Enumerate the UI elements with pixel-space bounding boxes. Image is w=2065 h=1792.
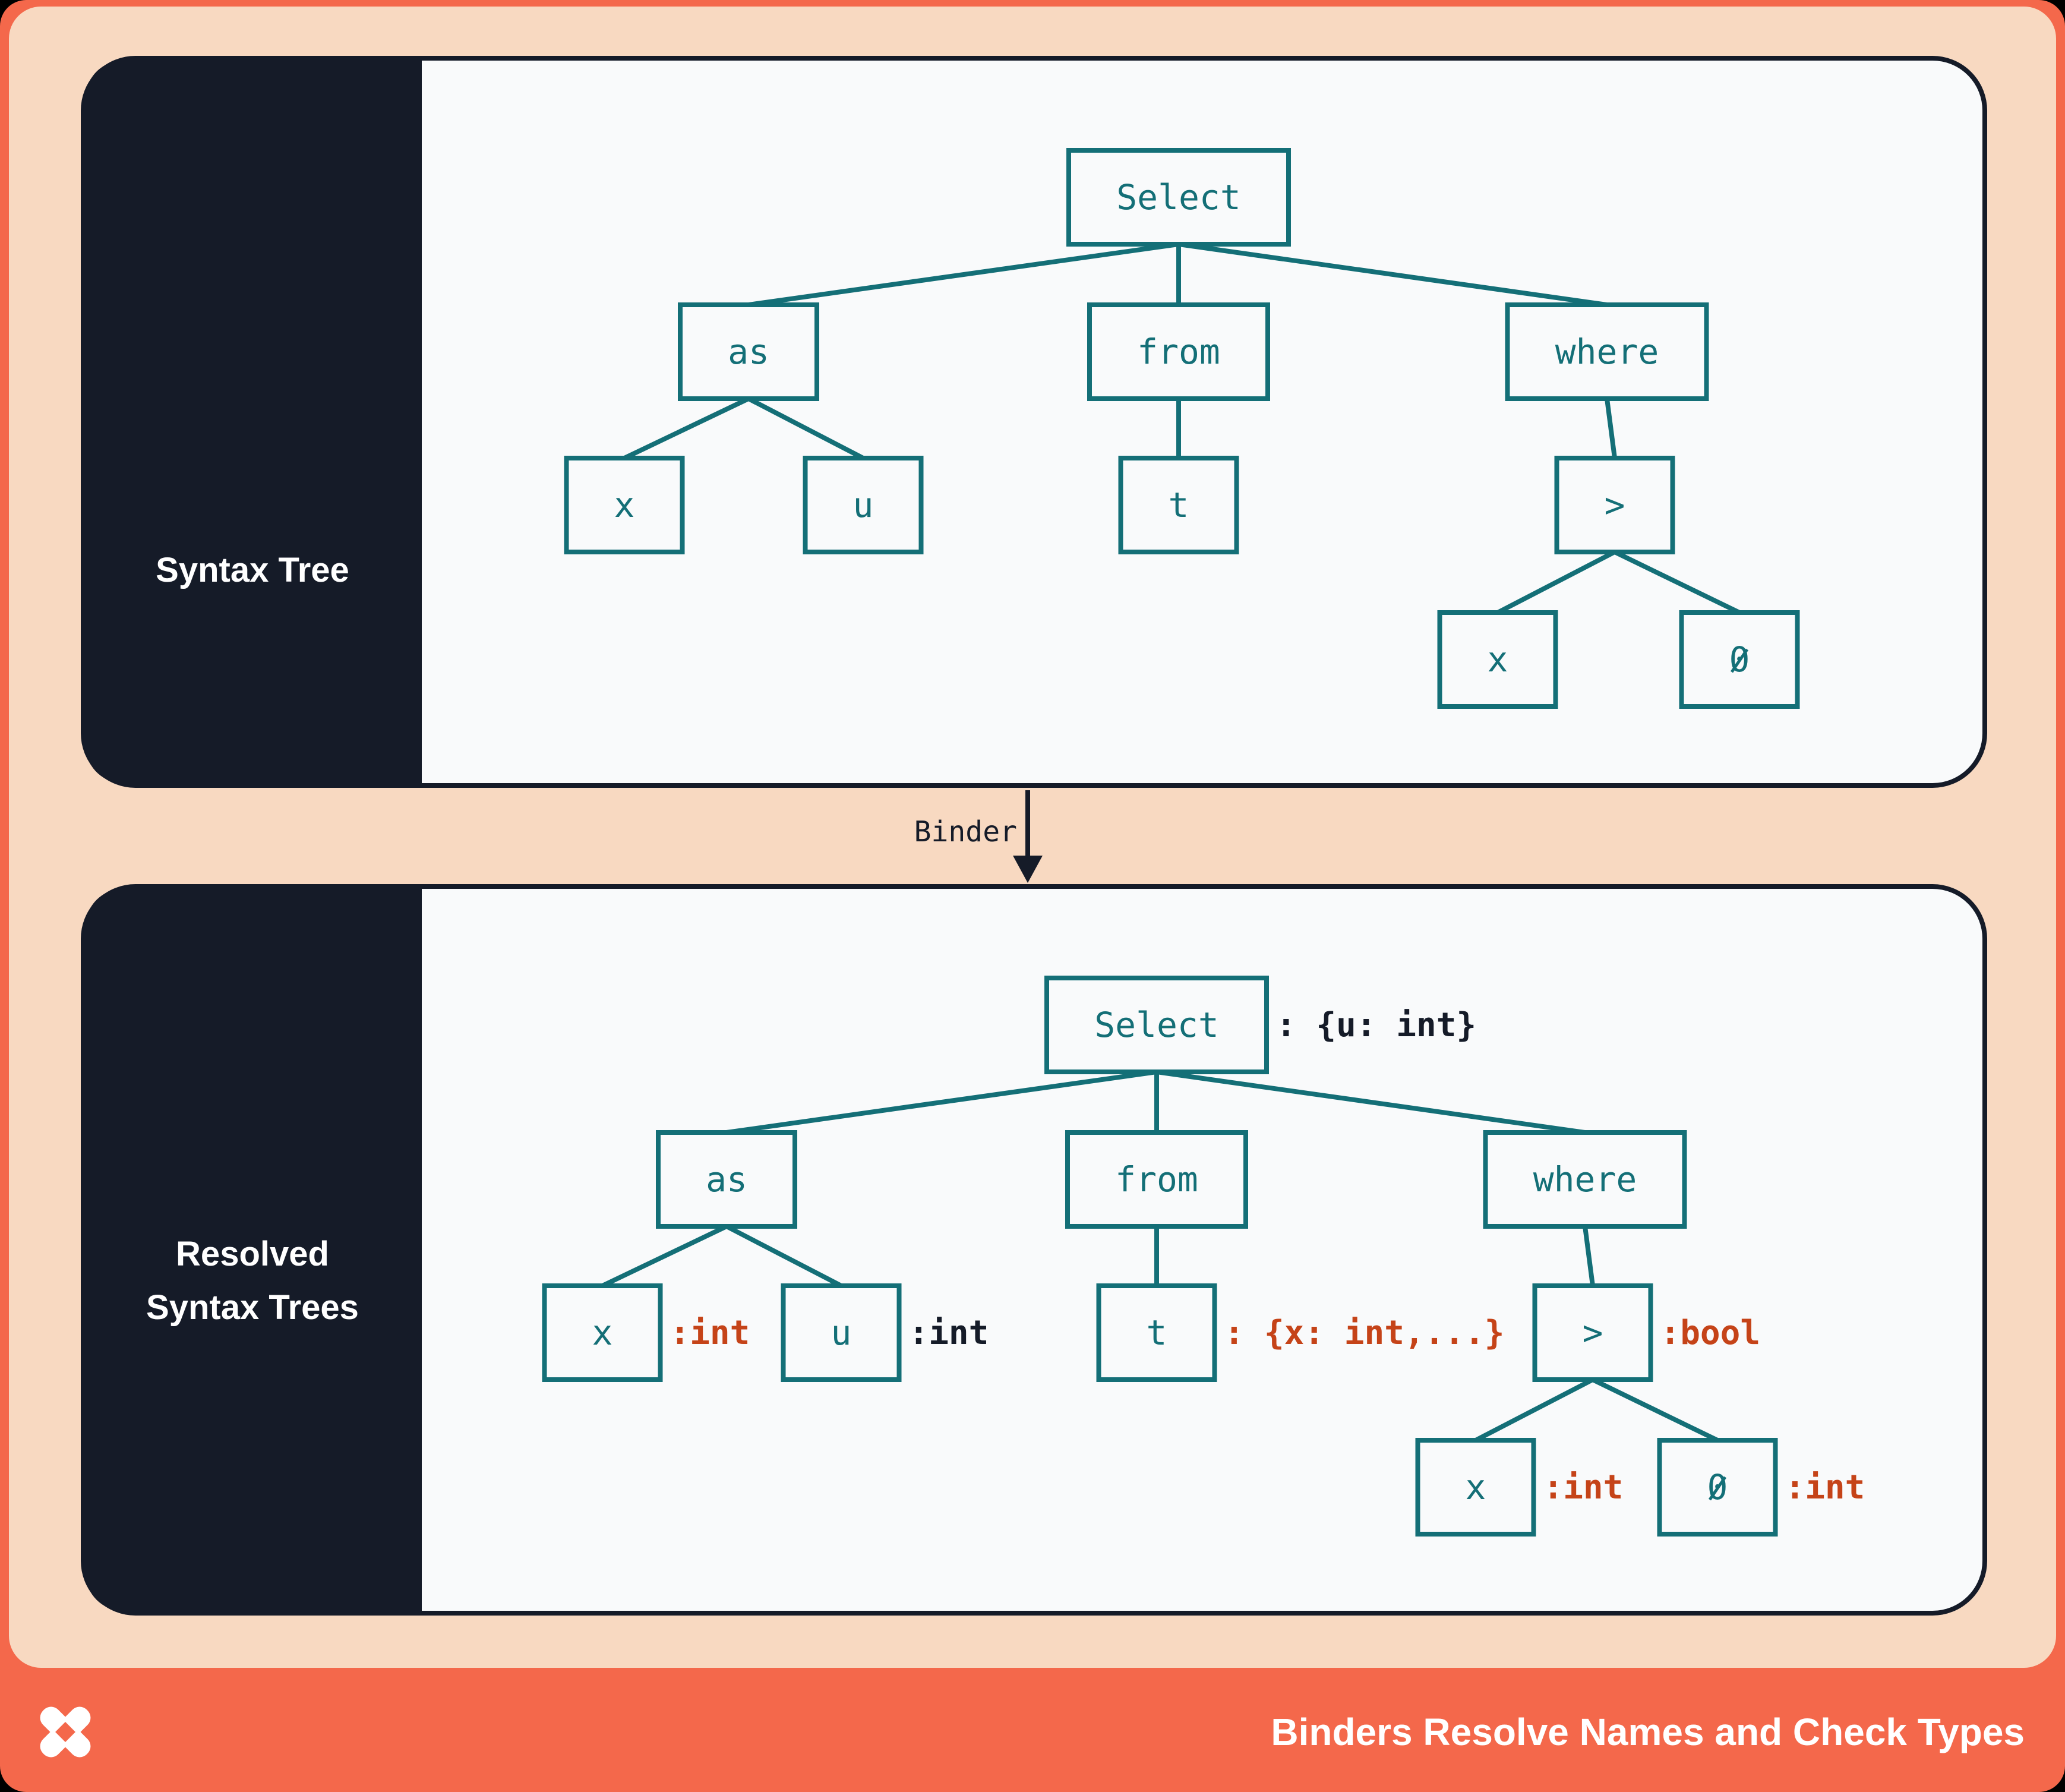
node-label: t: [1147, 1313, 1167, 1353]
tree-node-bottom-x2: x :int: [1415, 1438, 1624, 1537]
tree-node-top-select: Select: [1066, 148, 1291, 247]
node-box: [1044, 976, 1269, 1074]
edge-bottom-gt-x2: [1474, 1377, 1594, 1443]
node-box: [1437, 610, 1558, 709]
panel-syntax-tree-sidebar: [83, 58, 422, 785]
node-label: u: [831, 1313, 852, 1353]
resolved-panel-label-line1: Resolved: [176, 1235, 329, 1273]
node-label: t: [1169, 485, 1189, 525]
node-box: [1532, 1283, 1653, 1382]
tree-node-top-u: u: [803, 456, 924, 554]
node-type-annotation: :int: [909, 1314, 989, 1352]
tree-node-bottom-where: where: [1483, 1130, 1687, 1229]
node-label: Select: [1094, 1005, 1219, 1045]
edge-top-as-x1: [623, 396, 750, 460]
panel-syntax-tree: Select as from where x u t > x 0: [81, 56, 1987, 788]
node-label: x: [614, 485, 635, 525]
tree-node-top-as: as: [678, 302, 819, 401]
tree-node-bottom-t: t : {x: int,...}: [1096, 1283, 1505, 1382]
node-label: as: [728, 332, 769, 372]
node-type-annotation: :int: [1543, 1468, 1624, 1507]
node-box: [1118, 456, 1239, 554]
tree-node-bottom-x1: x :int: [542, 1283, 750, 1382]
node-box: [1096, 1283, 1217, 1382]
node-label: from: [1137, 332, 1220, 372]
edge-bottom-gt-zero: [1592, 1377, 1719, 1443]
edge-bottom-select-as: [726, 1069, 1157, 1135]
node-label: as: [706, 1159, 747, 1200]
panel-resolved-sidebar: [83, 886, 422, 1613]
edge-top-select-as: [748, 242, 1179, 307]
tree-node-bottom-u: u :int: [781, 1283, 989, 1382]
edge-bottom-as-u: [725, 1224, 842, 1288]
node-box: [781, 1283, 902, 1382]
node-label: where: [1555, 332, 1659, 372]
syntax-tree-graph: Select as from where x u t > x 0: [564, 148, 1800, 709]
edge-top-where-gt: [1605, 398, 1617, 459]
edge-top-gt-zero: [1614, 550, 1741, 615]
resolved-panel-label: Resolved Syntax Trees: [83, 1228, 422, 1334]
zero-slash: [1730, 648, 1749, 673]
edge-bottom-where-gt: [1583, 1226, 1595, 1286]
binder-arrow: [1013, 790, 1043, 883]
node-label: >: [1605, 485, 1625, 525]
node-label: u: [853, 485, 874, 525]
edge-bottom-select-where: [1156, 1069, 1586, 1135]
tree-node-top-t: t: [1118, 456, 1239, 554]
node-box: [803, 456, 924, 554]
node-box: [656, 1130, 797, 1229]
node-type-annotation: :int: [670, 1314, 750, 1352]
tree-node-top-from: from: [1087, 302, 1270, 401]
node-type-annotation: : {u: int}: [1276, 1006, 1476, 1045]
node-box: [564, 456, 685, 554]
tree-node-bottom-select: Select : {u: int}: [1044, 976, 1476, 1074]
edge-top-gt-x2: [1496, 550, 1616, 615]
resolved-panel-label-line2: Syntax Trees: [146, 1288, 359, 1327]
pinwheel-x-logo: [40, 1706, 91, 1758]
node-box: [542, 1283, 663, 1382]
node-label: x: [1466, 1467, 1486, 1507]
tree-node-top-gt: >: [1554, 456, 1675, 554]
resolved-syntax-tree-graph: Select : {u: int} as from where x :int u :int t : …: [542, 976, 1865, 1537]
node-label: from: [1115, 1159, 1198, 1200]
node-label: where: [1533, 1159, 1637, 1200]
panel-resolved-syntax-trees: Select : {u: int} as from where x :int u :int t : …: [81, 884, 1987, 1616]
footer-title: Binders Resolve Names and Check Types: [1271, 1711, 2025, 1753]
node-box: [1415, 1438, 1536, 1537]
edge-top-as-u: [747, 396, 864, 460]
tree-node-bottom-zero: 0:int: [1657, 1438, 1865, 1537]
node-label: Select: [1116, 177, 1241, 217]
tree-node-top-where: where: [1505, 302, 1709, 401]
zero-slash: [1708, 1476, 1727, 1501]
tree-node-top-x1: x: [564, 456, 685, 554]
down-arrow-icon: [1013, 856, 1043, 883]
edge-bottom-as-x1: [601, 1224, 728, 1288]
node-label: >: [1583, 1313, 1603, 1353]
node-type-annotation: : {x: int,...}: [1224, 1314, 1505, 1352]
node-box: [1483, 1130, 1687, 1229]
node-box: [1066, 148, 1291, 247]
tree-node-top-x2: x: [1437, 610, 1558, 709]
node-box: [1554, 456, 1675, 554]
node-box: [1087, 302, 1270, 401]
tree-node-bottom-as: as: [656, 1130, 797, 1229]
node-type-annotation: :int: [1785, 1468, 1865, 1507]
binder-label: Binder: [914, 815, 1017, 848]
node-type-annotation: :bool: [1660, 1314, 1761, 1352]
node-box: [1065, 1130, 1248, 1229]
node-label: x: [1488, 639, 1508, 680]
syntax-tree-panel-label: Syntax Tree: [156, 551, 349, 589]
node-box: [1505, 302, 1709, 401]
node-box: [678, 302, 819, 401]
edge-top-select-where: [1178, 242, 1608, 307]
node-label: x: [592, 1313, 613, 1353]
tree-node-bottom-from: from: [1065, 1130, 1248, 1229]
tree-node-bottom-gt: > :bool: [1532, 1283, 1761, 1382]
tree-node-top-zero: 0: [1679, 610, 1800, 709]
